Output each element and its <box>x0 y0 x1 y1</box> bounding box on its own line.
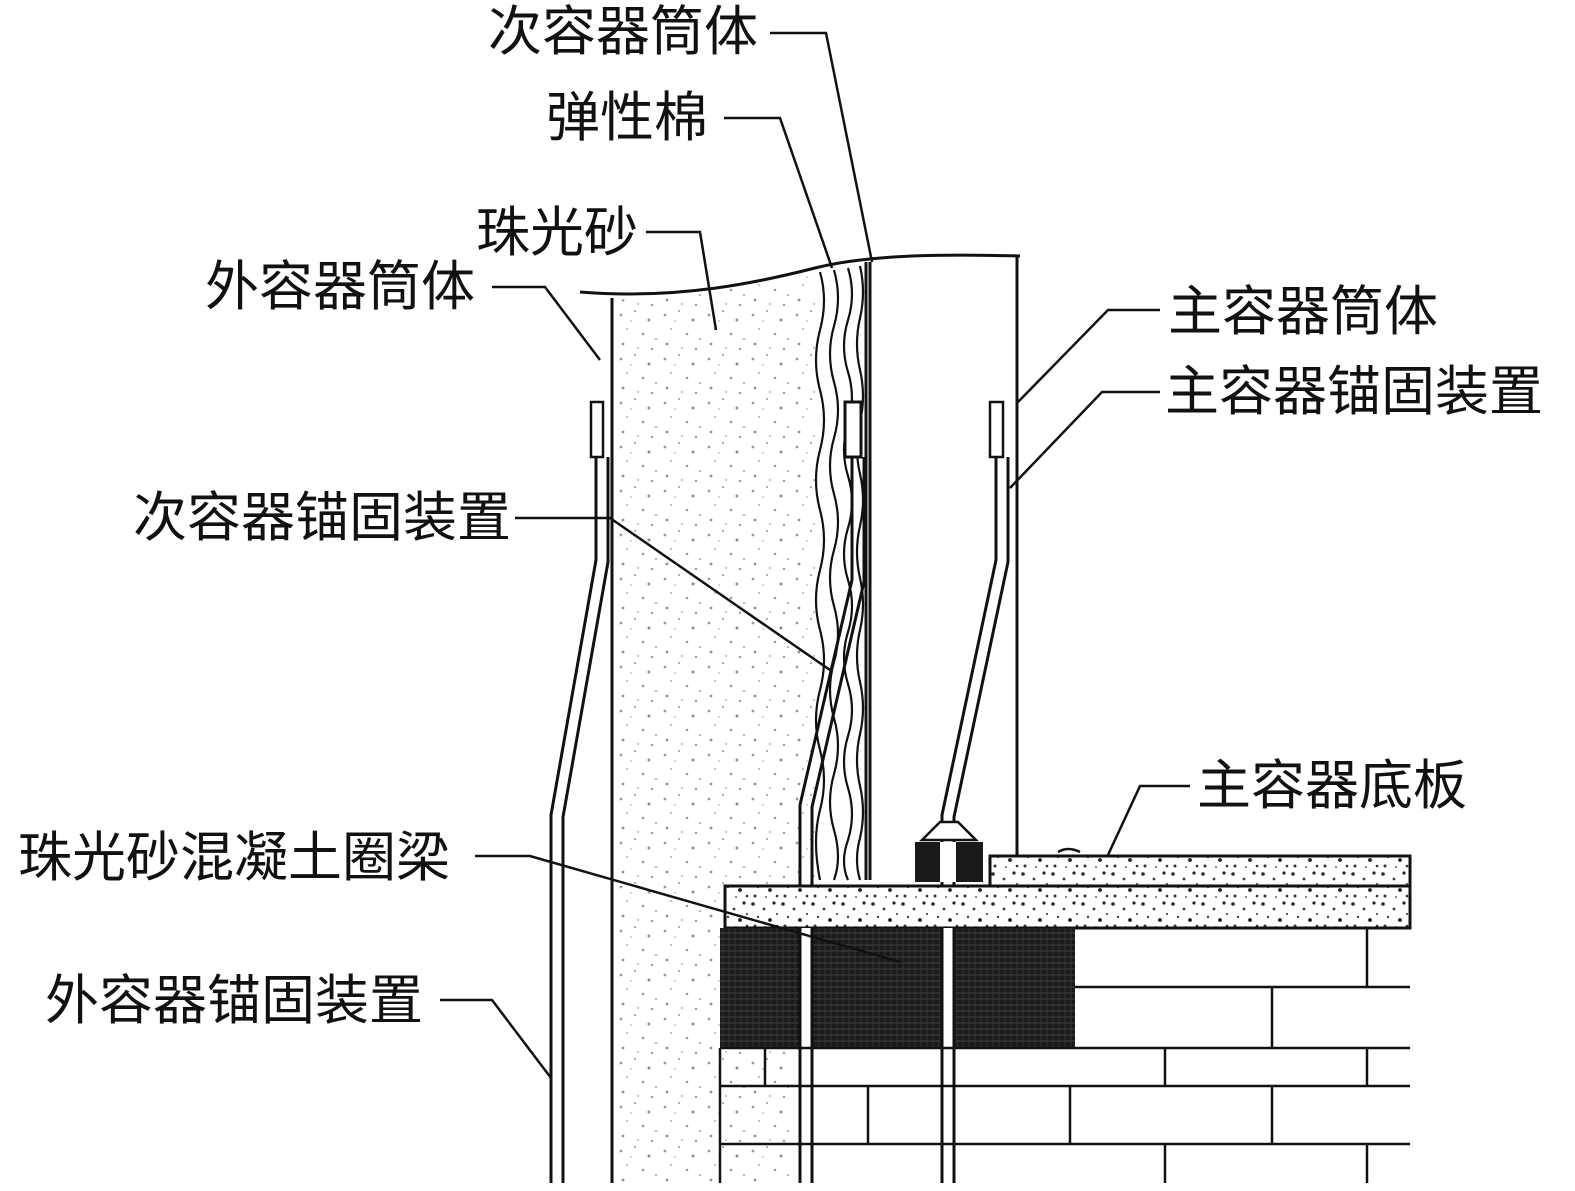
main-anchor-clip <box>988 400 1005 459</box>
label-secondary-shell: 次容器筒体 <box>488 0 758 63</box>
label-perlite: 珠光砂 <box>476 201 638 264</box>
felt-wave-2 <box>828 269 840 881</box>
felt-wave-1 <box>814 271 826 881</box>
section-break-line <box>579 253 1021 296</box>
main-anchor-base-gap <box>940 842 956 882</box>
leader-elastic-felt <box>724 116 834 269</box>
leader-secondary-anchor <box>515 516 831 672</box>
main-anchor-bracket <box>918 820 980 842</box>
ring-beam-rod-gap-secondary <box>799 928 813 1048</box>
perlite-fill <box>612 268 815 1183</box>
leader-outer-shell <box>492 285 601 361</box>
main-anchor-rod <box>940 457 1010 1183</box>
label-secondary-anchor: 次容器锚固装置 <box>133 486 511 549</box>
leader-main-shell <box>1017 308 1160 403</box>
label-ring-beam: 珠光砂混凝土圈梁 <box>18 826 450 889</box>
main-bottom-plate-slab <box>988 854 1412 888</box>
leader-ring-beam <box>475 854 901 964</box>
brickwork-foundation <box>718 926 1410 1183</box>
label-elastic-felt: 弹性棉 <box>546 86 708 149</box>
felt-wave-4 <box>855 265 865 881</box>
label-main-anchor: 主容器锚固装置 <box>1165 360 1543 423</box>
felt-wave-3 <box>842 267 854 881</box>
label-main-shell: 主容器筒体 <box>1168 280 1438 343</box>
leader-secondary-shell <box>770 31 874 263</box>
ring-beam-block <box>720 928 1075 1048</box>
outer-anchor-rod <box>549 457 610 1183</box>
outer-anchor-clip <box>589 400 605 459</box>
leader-outer-anchor <box>440 998 552 1079</box>
label-main-bottom-plate: 主容器底板 <box>1197 754 1467 817</box>
lower-concrete-slab <box>723 884 1412 930</box>
main-bottom-plate-edge <box>1057 847 1081 854</box>
secondary-anchor-clip <box>843 400 863 459</box>
elastic-felt-layers <box>814 265 865 881</box>
leader-main-anchor <box>1009 390 1160 489</box>
ring-beam-rod-gap-main <box>941 928 955 1048</box>
label-outer-anchor: 外容器锚固装置 <box>45 969 423 1032</box>
label-outer-shell: 外容器筒体 <box>205 255 475 318</box>
leader-main-bottom-plate <box>1106 784 1190 856</box>
leader-perlite <box>646 230 718 331</box>
